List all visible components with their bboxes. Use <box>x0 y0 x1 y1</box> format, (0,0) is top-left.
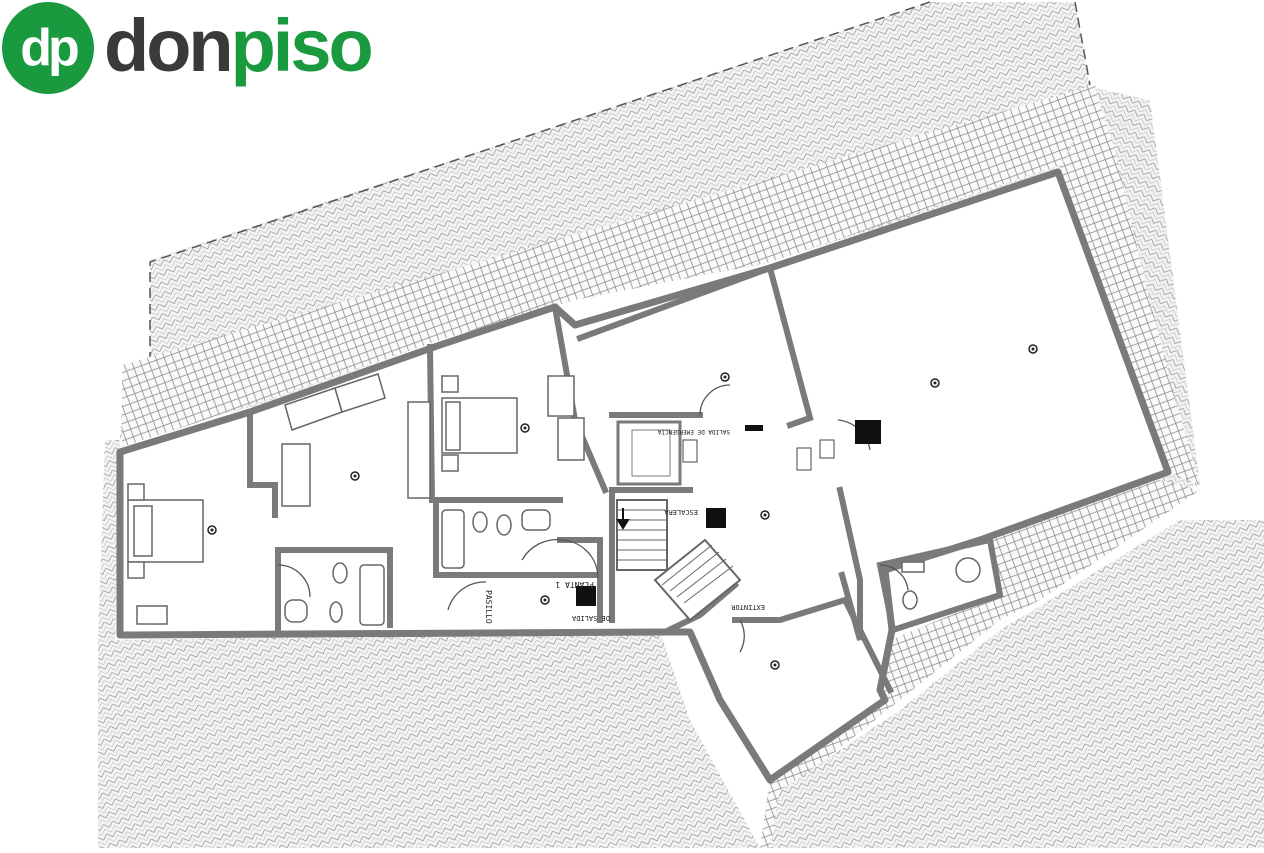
label-top-sign: SALIDA DE EMERGENCIA <box>657 428 730 435</box>
roof-west-strip <box>98 440 120 640</box>
sofa-set <box>281 373 431 507</box>
bathroom-fixtures <box>284 509 981 626</box>
safety-signs <box>576 420 881 606</box>
roof-southeast <box>760 480 1200 848</box>
logo-word-piso: piso <box>230 4 374 87</box>
interior-walls <box>247 264 1004 695</box>
roof-boundary-dashed <box>149 1 931 362</box>
desk <box>136 375 585 625</box>
logo-wordmark: donpiso <box>104 0 374 92</box>
roof-southwest <box>98 632 760 848</box>
label-fire: EXTINTOR <box>730 603 765 611</box>
roof-eave-band-east <box>1058 88 1200 485</box>
label-stair: ESCALERA <box>663 508 698 516</box>
lift-shaft <box>616 420 682 486</box>
bed-west <box>127 483 204 579</box>
bed-central <box>441 375 518 472</box>
door-swings <box>277 384 909 653</box>
label-exit: DE SALIDA <box>571 614 610 622</box>
roof-southeast-slope <box>770 520 1264 848</box>
arrow-down-icon <box>616 508 630 530</box>
logo-monogram: dp <box>2 2 94 94</box>
label-corridor: PASILLO <box>484 590 493 624</box>
staircase <box>616 499 742 622</box>
brand-logo: dp donpiso <box>0 0 420 96</box>
roof-eave-band-north <box>122 85 1100 447</box>
logo-word-don: don <box>104 4 234 87</box>
label-landing: PLANTA 1 <box>555 580 594 589</box>
